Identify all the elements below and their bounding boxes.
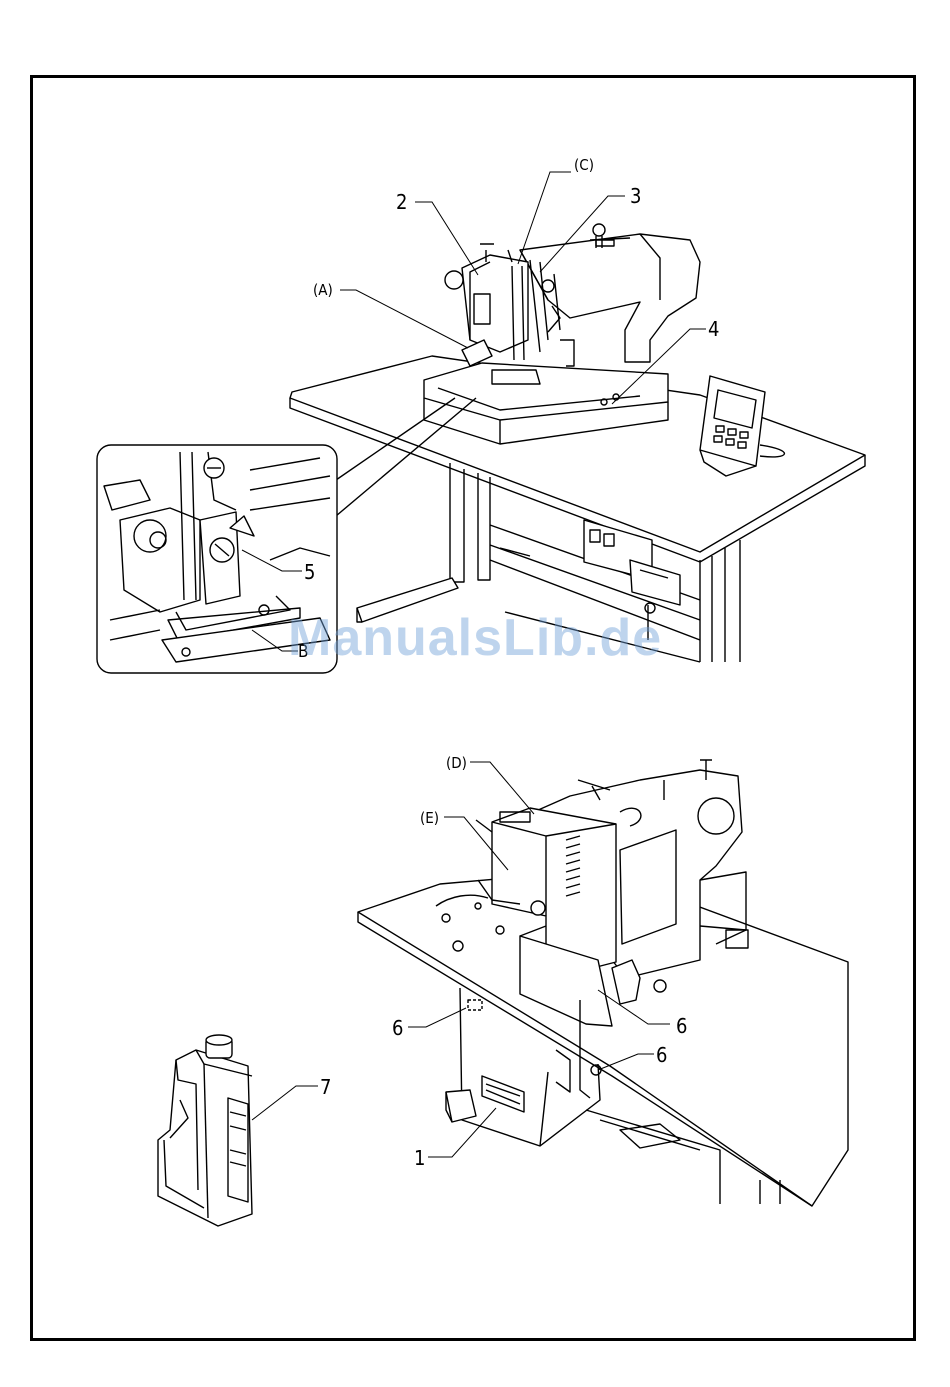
callout-E: (E) bbox=[420, 809, 439, 827]
callout-3: 3 bbox=[630, 184, 641, 208]
callout-5: 5 bbox=[304, 560, 315, 584]
bottom-illustration bbox=[158, 760, 848, 1226]
callout-A: (A) bbox=[313, 281, 333, 299]
callout-D: (D) bbox=[446, 754, 467, 772]
watermark: ManualsLib.de bbox=[288, 608, 662, 668]
oil-bottle bbox=[158, 1035, 252, 1226]
callout-C: (C) bbox=[574, 156, 594, 174]
callout-6-right-upper: 6 bbox=[676, 1014, 687, 1038]
callout-2: 2 bbox=[396, 190, 407, 214]
machine-arm bbox=[520, 224, 700, 362]
callout-4: 4 bbox=[708, 317, 719, 341]
callout-1: 1 bbox=[414, 1146, 425, 1170]
top-illustration bbox=[290, 224, 865, 662]
callout-6-left: 6 bbox=[392, 1016, 403, 1040]
callout-6-right-lower: 6 bbox=[656, 1043, 667, 1067]
callout-7: 7 bbox=[320, 1075, 331, 1099]
